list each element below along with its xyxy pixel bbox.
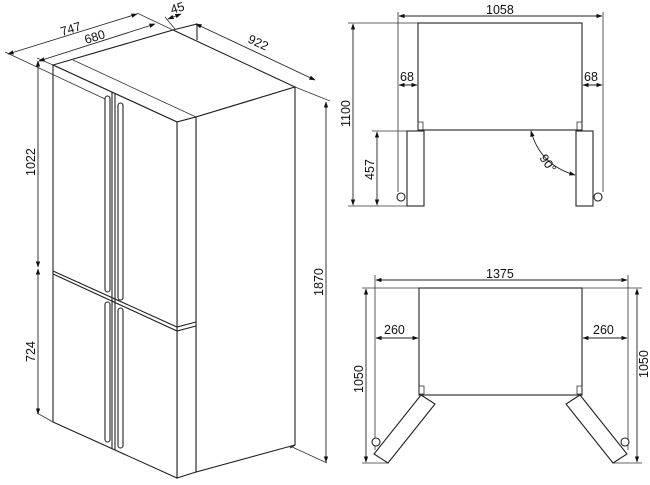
door-split-line — [52, 270, 197, 328]
door-top-edge — [72, 59, 197, 118]
dim-260-left: 260 — [384, 323, 405, 337]
dim-747: 747 — [59, 19, 83, 38]
dim-68-left: 68 — [400, 70, 414, 84]
handle-left — [396, 192, 406, 202]
dim-1375: 1375 — [486, 267, 514, 281]
dim-1050-right: 1050 — [637, 350, 650, 378]
dim-1050-left: 1050 — [352, 365, 366, 393]
dim-724: 724 — [24, 341, 38, 362]
plan-view-90-degree: 1058 68 68 1100 457 90° — [339, 3, 604, 207]
dim-line-922 — [195, 23, 316, 81]
dim-260-right: 260 — [593, 323, 614, 337]
plan-body — [417, 22, 583, 131]
plan-door-wide-left — [373, 394, 436, 464]
dim-680: 680 — [83, 27, 107, 46]
dim-1100: 1100 — [339, 100, 353, 127]
door-split-line-2 — [52, 273, 197, 332]
isometric-fridge: 747 680 45 922 1022 724 1870 — [4, 0, 331, 479]
plan-door-right — [575, 130, 594, 207]
plan-door-wide-right — [565, 394, 628, 464]
dim-90-degrees: 90° — [537, 152, 559, 176]
plan-door-left — [406, 130, 425, 207]
dim-line-45 — [167, 13, 182, 20]
handle-right — [593, 192, 603, 202]
handle-wide-right — [620, 437, 630, 447]
plan-body-wide — [418, 287, 583, 396]
dim-1870: 1870 — [312, 268, 326, 296]
hinge-left — [417, 121, 424, 131]
dim-line-680 — [38, 23, 156, 62]
fridge-side-face — [195, 86, 296, 473]
dim-457: 457 — [363, 159, 377, 180]
handle-wide-left — [371, 437, 381, 447]
hinge-wide-left — [418, 385, 425, 395]
plan-view-wide-opening: 1375 260 260 1050 1050 — [352, 267, 650, 464]
fridge-front-edge — [176, 116, 197, 479]
dim-1022: 1022 — [24, 148, 38, 176]
handle-lower-right — [117, 307, 124, 449]
dim-1058: 1058 — [486, 3, 514, 17]
handle-lower-left — [104, 301, 111, 443]
hinge-wide-right — [576, 385, 583, 395]
hinge-right — [576, 121, 583, 131]
handle-upper-right — [117, 102, 124, 301]
dim-68-right: 68 — [584, 70, 598, 84]
dim-45: 45 — [169, 0, 186, 17]
dim-922: 922 — [246, 32, 271, 54]
angle-arc — [530, 130, 576, 176]
fridge-foot — [289, 444, 296, 449]
handle-upper-left — [104, 95, 111, 293]
